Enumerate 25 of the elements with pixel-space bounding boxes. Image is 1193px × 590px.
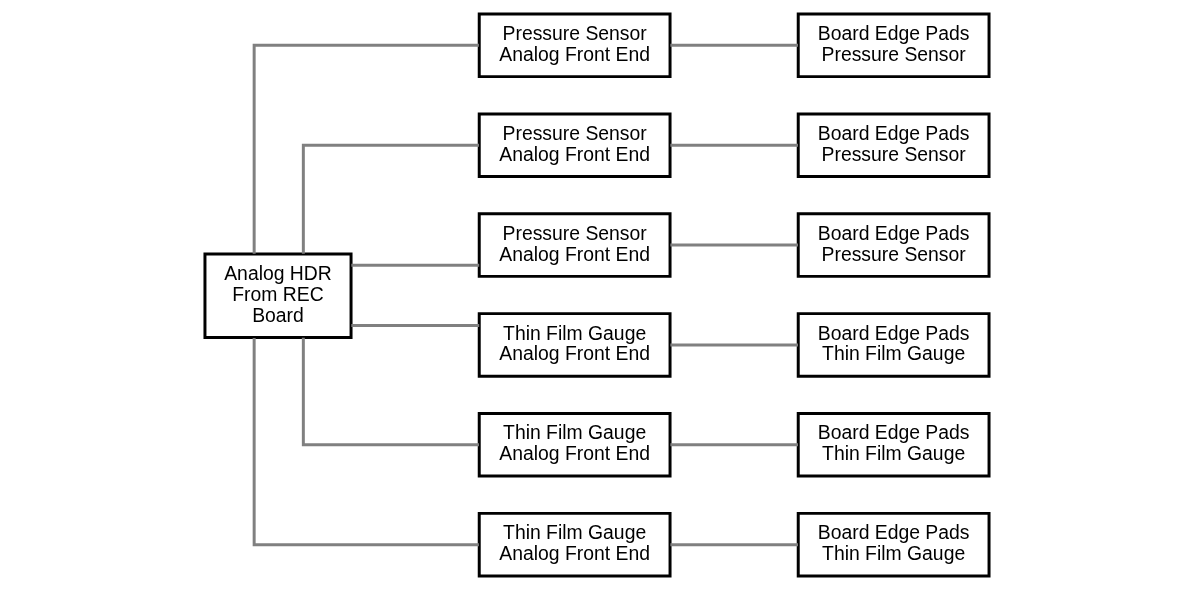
node-box: Analog HDR From REC Board — [202, 252, 353, 339]
connector — [301, 337, 479, 447]
connector — [252, 338, 479, 547]
connector — [350, 324, 479, 328]
node-box: Board Edge Pads Pressure Sensor — [796, 12, 991, 79]
connector — [252, 43, 479, 254]
node-box: Board Edge Pads Thin Film Gauge — [796, 511, 991, 578]
connector — [669, 443, 798, 447]
node-box: Pressure Sensor Analog Front End — [477, 212, 672, 278]
node-box: Thin Film Gauge Analog Front End — [477, 511, 672, 578]
connector — [669, 143, 798, 147]
node-box: Pressure Sensor Analog Front End — [477, 12, 672, 79]
connector — [669, 343, 798, 347]
node-box: Board Edge Pads Thin Film Gauge — [796, 412, 991, 478]
connector — [669, 243, 798, 247]
node-box: Pressure Sensor Analog Front End — [477, 112, 672, 178]
connector — [669, 43, 798, 47]
node-box: Thin Film Gauge Analog Front End — [477, 312, 672, 378]
connector — [669, 543, 798, 547]
node-box: Board Edge Pads Pressure Sensor — [796, 212, 991, 278]
node-box: Board Edge Pads Thin Film Gauge — [796, 312, 991, 378]
connector — [301, 143, 479, 254]
node-box: Board Edge Pads Pressure Sensor — [796, 112, 991, 178]
connector — [350, 263, 479, 267]
node-box: Thin Film Gauge Analog Front End — [477, 412, 672, 478]
